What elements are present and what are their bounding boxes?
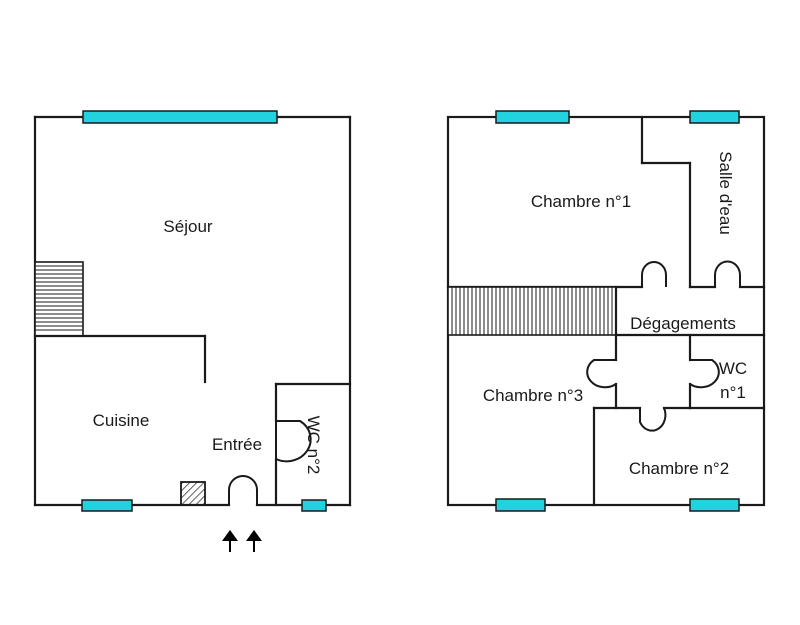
- room-label-entree: Entrée: [212, 435, 262, 454]
- upper-floor: Chambre n°1 Salle d'eau Dégagements WC n…: [446, 110, 766, 512]
- room-label-degagements: Dégagements: [630, 314, 736, 333]
- room-label-wc2: WC n°2: [304, 416, 323, 475]
- room-label-wc1-line2: n°1: [720, 383, 746, 402]
- gf-window-bottom-right: [301, 499, 327, 512]
- uf-window-bottom-left: [495, 498, 546, 512]
- uf-sde-door: [714, 260, 741, 287]
- room-label-chambre3: Chambre n°3: [483, 386, 583, 405]
- entrance-arrow-icon: [222, 530, 262, 552]
- uf-c1-door: [641, 261, 667, 287]
- chimney-hatch-icon: [180, 481, 206, 506]
- uf-window-bottom-right: [689, 498, 740, 512]
- uf-window-top-left: [495, 110, 570, 124]
- gf-staircase: [34, 261, 84, 337]
- uf-window-top-right: [689, 110, 740, 124]
- gf-wc2-door: [275, 420, 312, 463]
- room-label-salle-eau: Salle d'eau: [716, 151, 735, 235]
- gf-entrance-door: [228, 475, 258, 505]
- room-label-chambre2: Chambre n°2: [629, 459, 729, 478]
- uf-c3-door: [586, 359, 617, 389]
- room-label-sejour: Séjour: [163, 217, 212, 236]
- uf-staircase: [447, 286, 617, 336]
- uf-c2-door: [639, 407, 667, 432]
- ground-floor: Séjour Cuisine Entrée WC n°2: [33, 110, 352, 552]
- room-label-cuisine: Cuisine: [93, 411, 150, 430]
- uf-wc1-door: [689, 359, 720, 389]
- room-label-chambre1: Chambre n°1: [531, 192, 631, 211]
- room-label-wc1-line1: WC: [719, 359, 747, 378]
- gf-window-bottom-left: [81, 499, 133, 512]
- gf-window-top: [82, 110, 278, 124]
